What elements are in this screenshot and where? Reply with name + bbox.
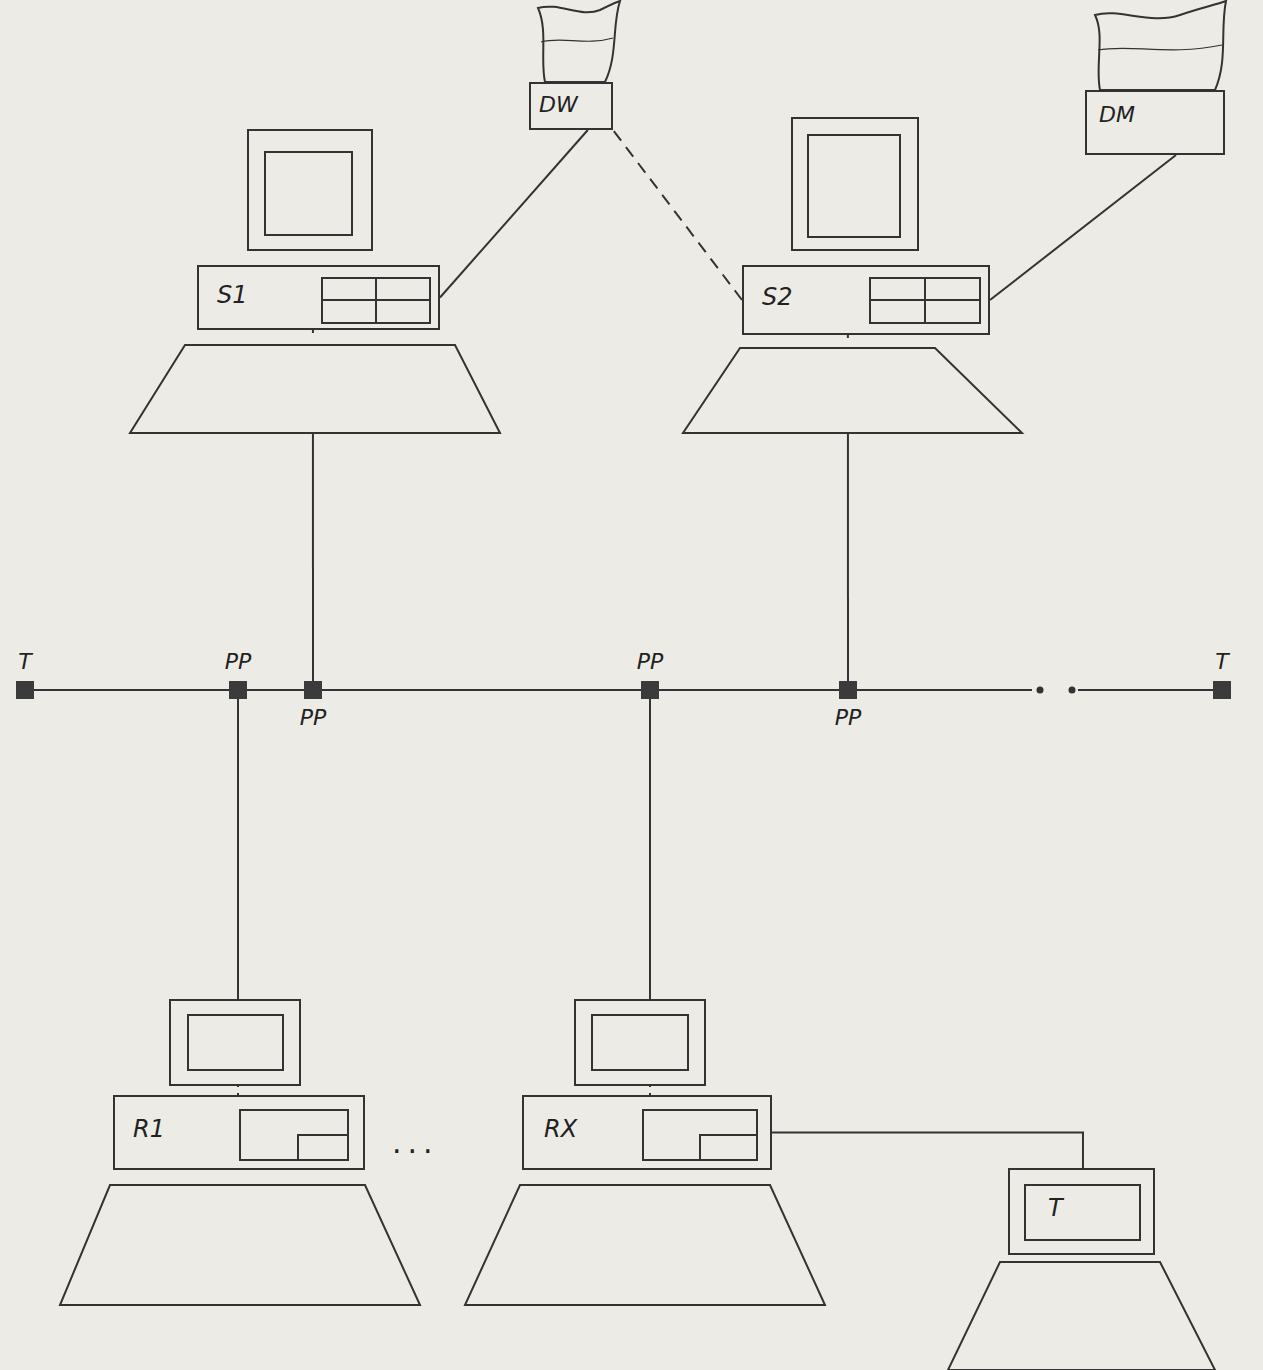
ellipsis-label: ... [392, 1128, 439, 1158]
unit-label: DW [539, 94, 578, 116]
unit-label: S2 [762, 285, 793, 309]
tap-label: T [18, 651, 31, 673]
workstation-unit: RX [522, 1095, 772, 1170]
cable [990, 155, 1176, 300]
monitor [170, 1000, 300, 1085]
screen [592, 1015, 688, 1070]
cover [228, 1087, 248, 1093]
tap-label: PP [835, 707, 862, 729]
drive-bays [870, 278, 980, 323]
server-unit: S1 [197, 265, 440, 330]
tap-label: PP [300, 707, 327, 729]
cable [440, 130, 588, 298]
bus-gap [1032, 682, 1078, 698]
bus-segment [247, 689, 304, 691]
terminal-monitor: T [1008, 1168, 1155, 1255]
keyboard [948, 1262, 1215, 1370]
tap-point: PP [839, 681, 857, 699]
cover [640, 1087, 660, 1093]
cable [613, 130, 742, 300]
drive-bays [240, 1110, 348, 1160]
tap-label: PP [637, 651, 664, 673]
tap-point: PP [229, 681, 247, 699]
keyboard [465, 1185, 825, 1305]
bus-dot [1037, 687, 1044, 694]
unit-label: T [1048, 1196, 1063, 1220]
printer-box: DM [1085, 90, 1225, 155]
terminal-cable [772, 1133, 1083, 1169]
monitor [792, 118, 918, 250]
drive-bay-lines [870, 278, 980, 323]
unit-label: R1 [133, 1117, 165, 1141]
screen [265, 152, 352, 235]
screen [808, 135, 900, 237]
terminator: T [1213, 681, 1231, 699]
workstation-unit: R1 [113, 1095, 365, 1170]
unit-label: S1 [217, 283, 248, 307]
paper-fold [1098, 45, 1222, 50]
printer-box: DW [529, 82, 613, 130]
printer-paper [1095, 1, 1226, 90]
screen [188, 1015, 283, 1070]
keyboard [130, 345, 500, 433]
drive-bays [643, 1110, 757, 1160]
tap-label: PP [225, 651, 252, 673]
tap-point: PP [641, 681, 659, 699]
keyboard [60, 1185, 420, 1305]
printer-paper [538, 1, 620, 82]
drive-bays [322, 278, 430, 323]
tap-point: PP [304, 681, 322, 699]
keyboard [683, 348, 1022, 433]
bus-dot [1069, 687, 1076, 694]
unit-label: RX [544, 1117, 577, 1141]
screen [1025, 1185, 1140, 1240]
drive-bay [298, 1135, 348, 1160]
bus-segment [34, 689, 229, 691]
paper-fold [541, 38, 613, 42]
monitor [575, 1000, 705, 1085]
bus-segment [659, 689, 839, 691]
bus-segment [322, 689, 641, 691]
tap-label: T [1215, 651, 1228, 673]
drive-bay-lines [322, 278, 430, 323]
monitor [248, 130, 372, 250]
terminator: T [16, 681, 34, 699]
server-unit: S2 [742, 265, 990, 335]
unit-label: DM [1099, 104, 1135, 126]
drive-bay [700, 1135, 757, 1160]
